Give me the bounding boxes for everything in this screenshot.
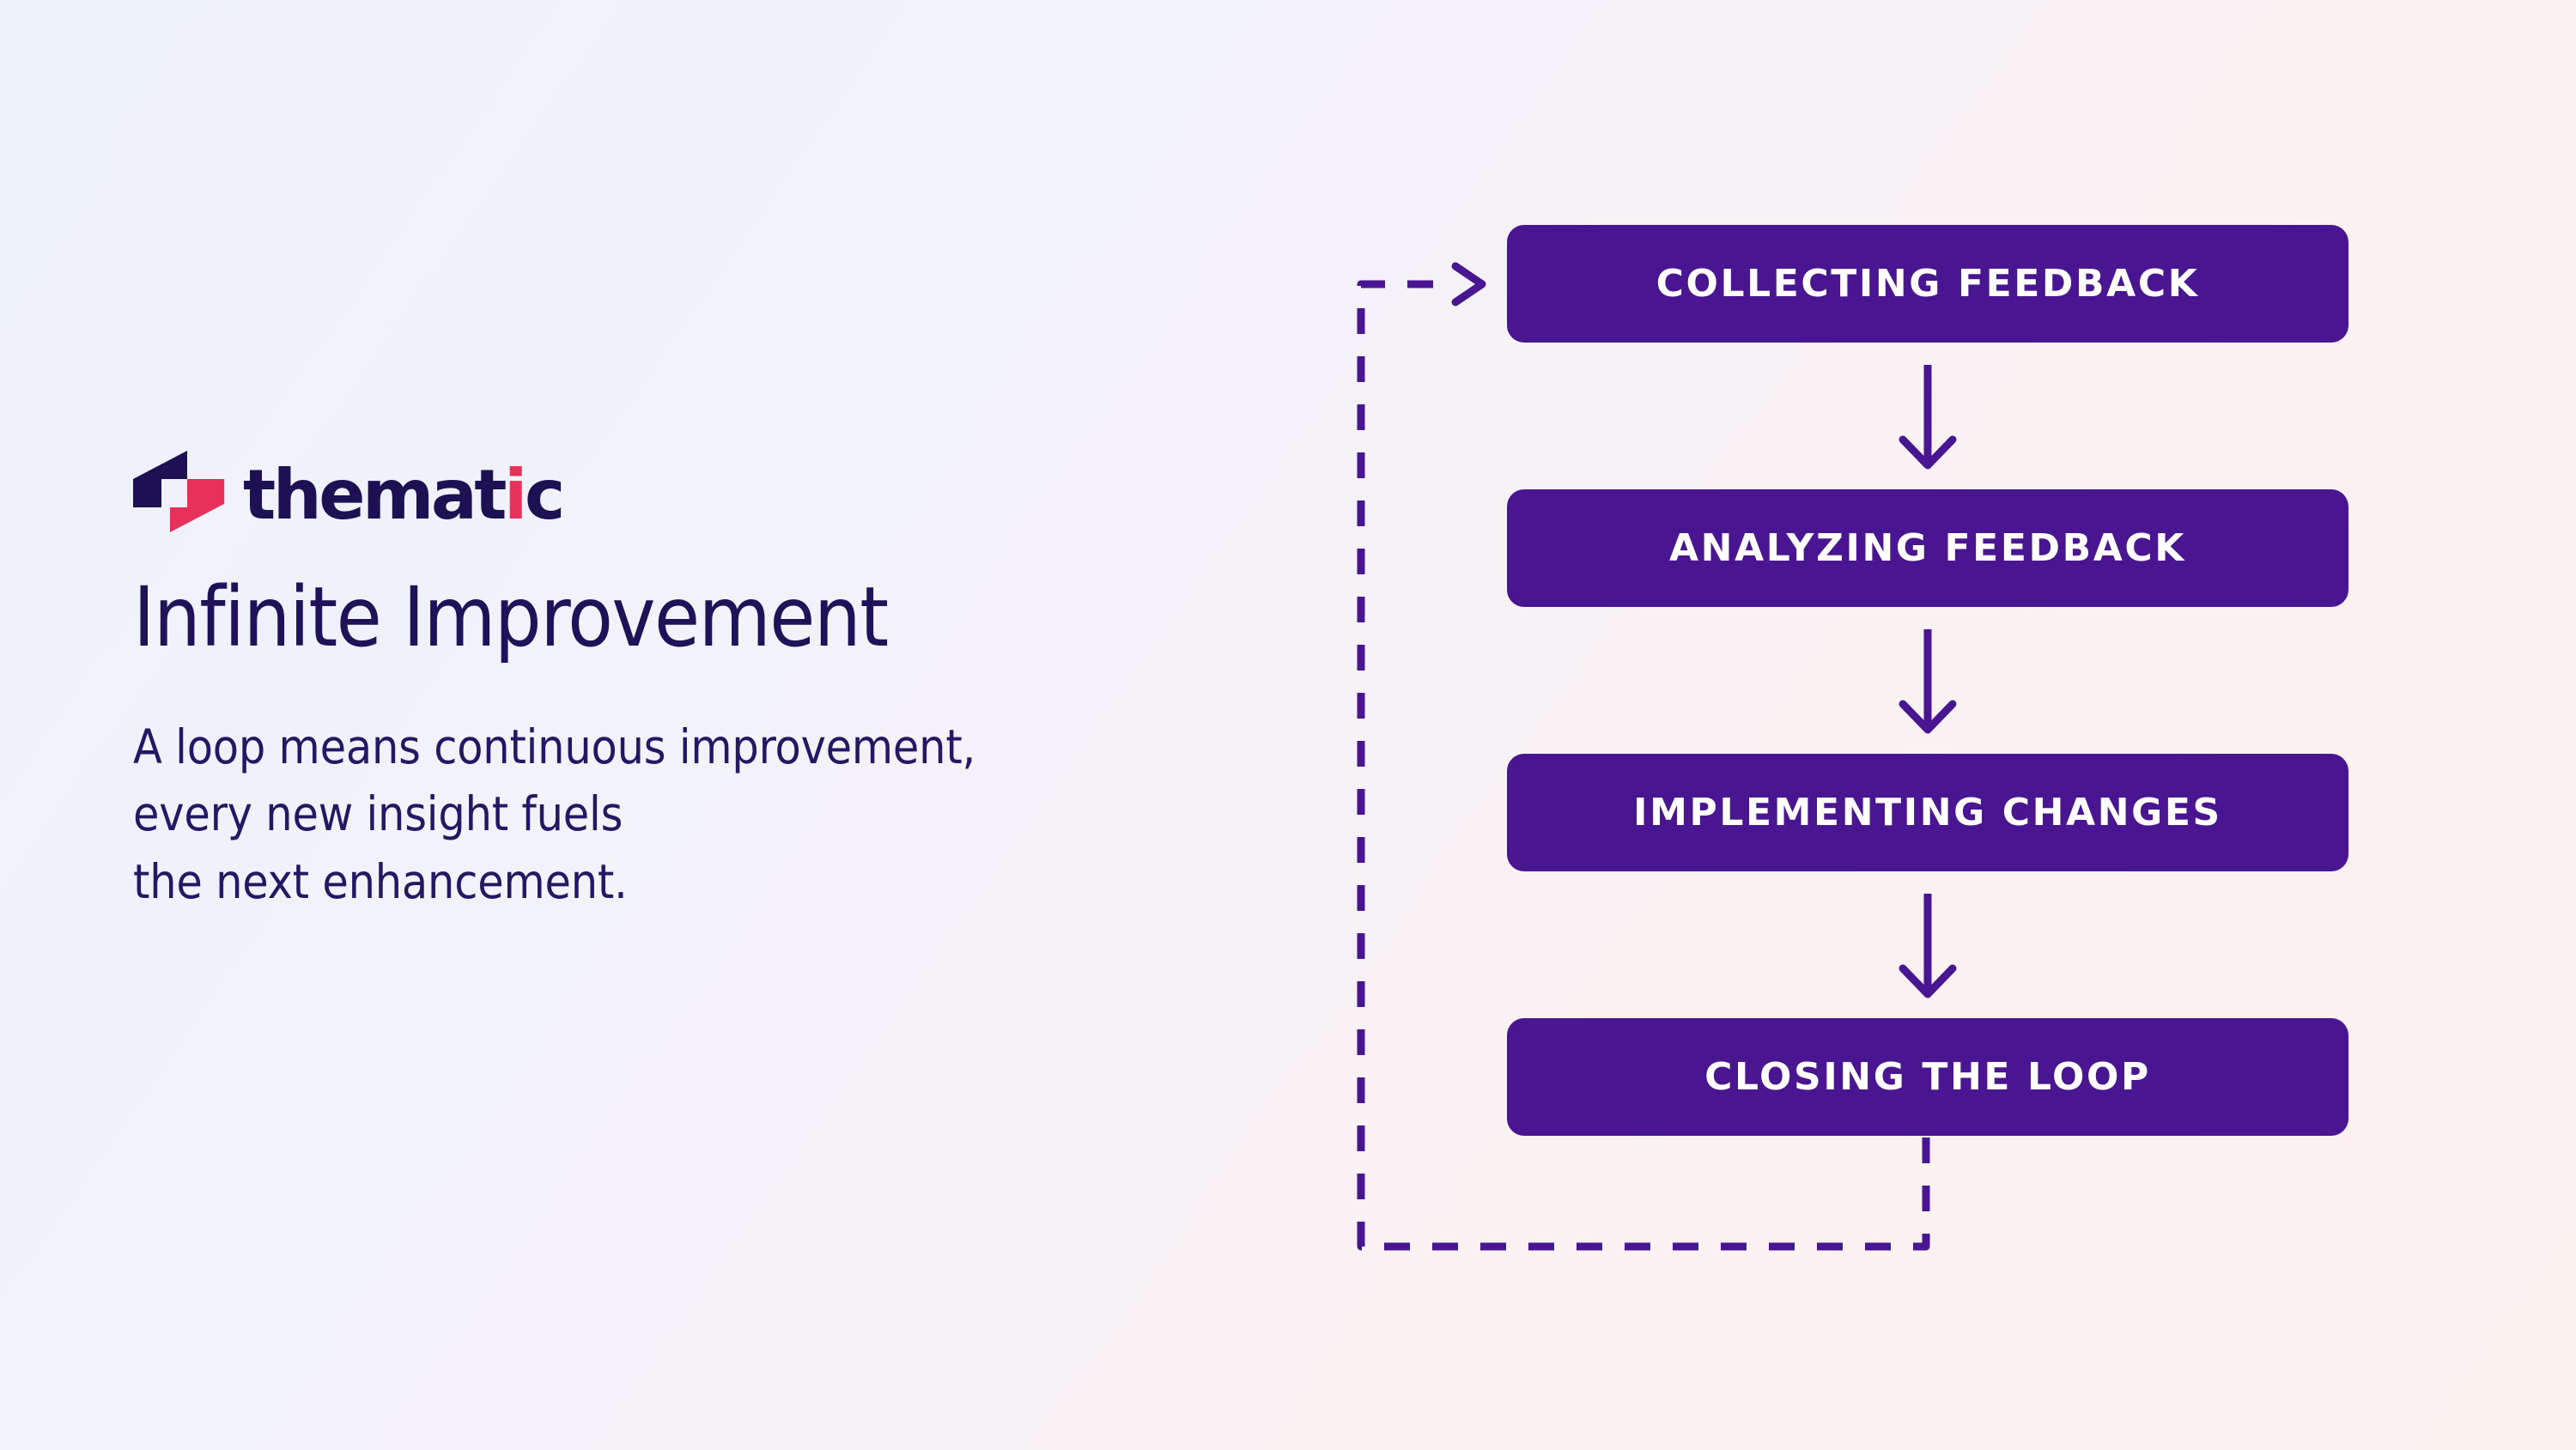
flow-node-label: COLLECTING FEEDBACK xyxy=(1656,262,2200,306)
subtitle-line-1: A loop means continuous improvement, xyxy=(133,719,976,775)
page-subtitle: A loop means continuous improvement, eve… xyxy=(133,713,1267,914)
dashed-loop-connector xyxy=(1357,262,1930,1251)
brand-wordmark: thematic xyxy=(243,460,565,530)
flow-node-collecting-feedback[interactable]: COLLECTING FEEDBACK xyxy=(1507,225,2348,343)
wordmark-dot-letter: i xyxy=(504,454,527,535)
wordmark-suffix: c xyxy=(524,454,565,535)
thematic-logo-icon xyxy=(133,451,224,532)
brand-logo: thematic xyxy=(133,446,1267,537)
feedback-loop-diagram: COLLECTING FEEDBACK ANALYZING FEEDBACK I… xyxy=(1322,206,2404,1279)
flow-connectors xyxy=(1357,262,1957,1251)
loop-arrowhead-icon xyxy=(1451,262,1486,306)
arrow-down-1 xyxy=(1899,365,1957,470)
page-title: Infinite Improvement xyxy=(133,569,889,665)
flow-node-label: ANALYZING FEEDBACK xyxy=(1669,526,2186,570)
arrow-down-2 xyxy=(1899,629,1957,734)
flow-node-analyzing-feedback[interactable]: ANALYZING FEEDBACK xyxy=(1507,489,2348,607)
flow-node-label: IMPLEMENTING CHANGES xyxy=(1633,791,2222,834)
flow-node-closing-the-loop[interactable]: CLOSING THE LOOP xyxy=(1507,1018,2348,1136)
flow-node-implementing-changes[interactable]: IMPLEMENTING CHANGES xyxy=(1507,754,2348,871)
arrow-down-3 xyxy=(1899,894,1957,998)
left-content-panel: thematic Infinite Improvement A loop mea… xyxy=(133,446,1267,962)
wordmark-prefix: themat xyxy=(243,454,507,535)
subtitle-line-2: every new insight fuels xyxy=(133,786,623,842)
subtitle-line-3: the next enhancement. xyxy=(133,853,628,909)
flow-node-label: CLOSING THE LOOP xyxy=(1704,1055,2151,1099)
